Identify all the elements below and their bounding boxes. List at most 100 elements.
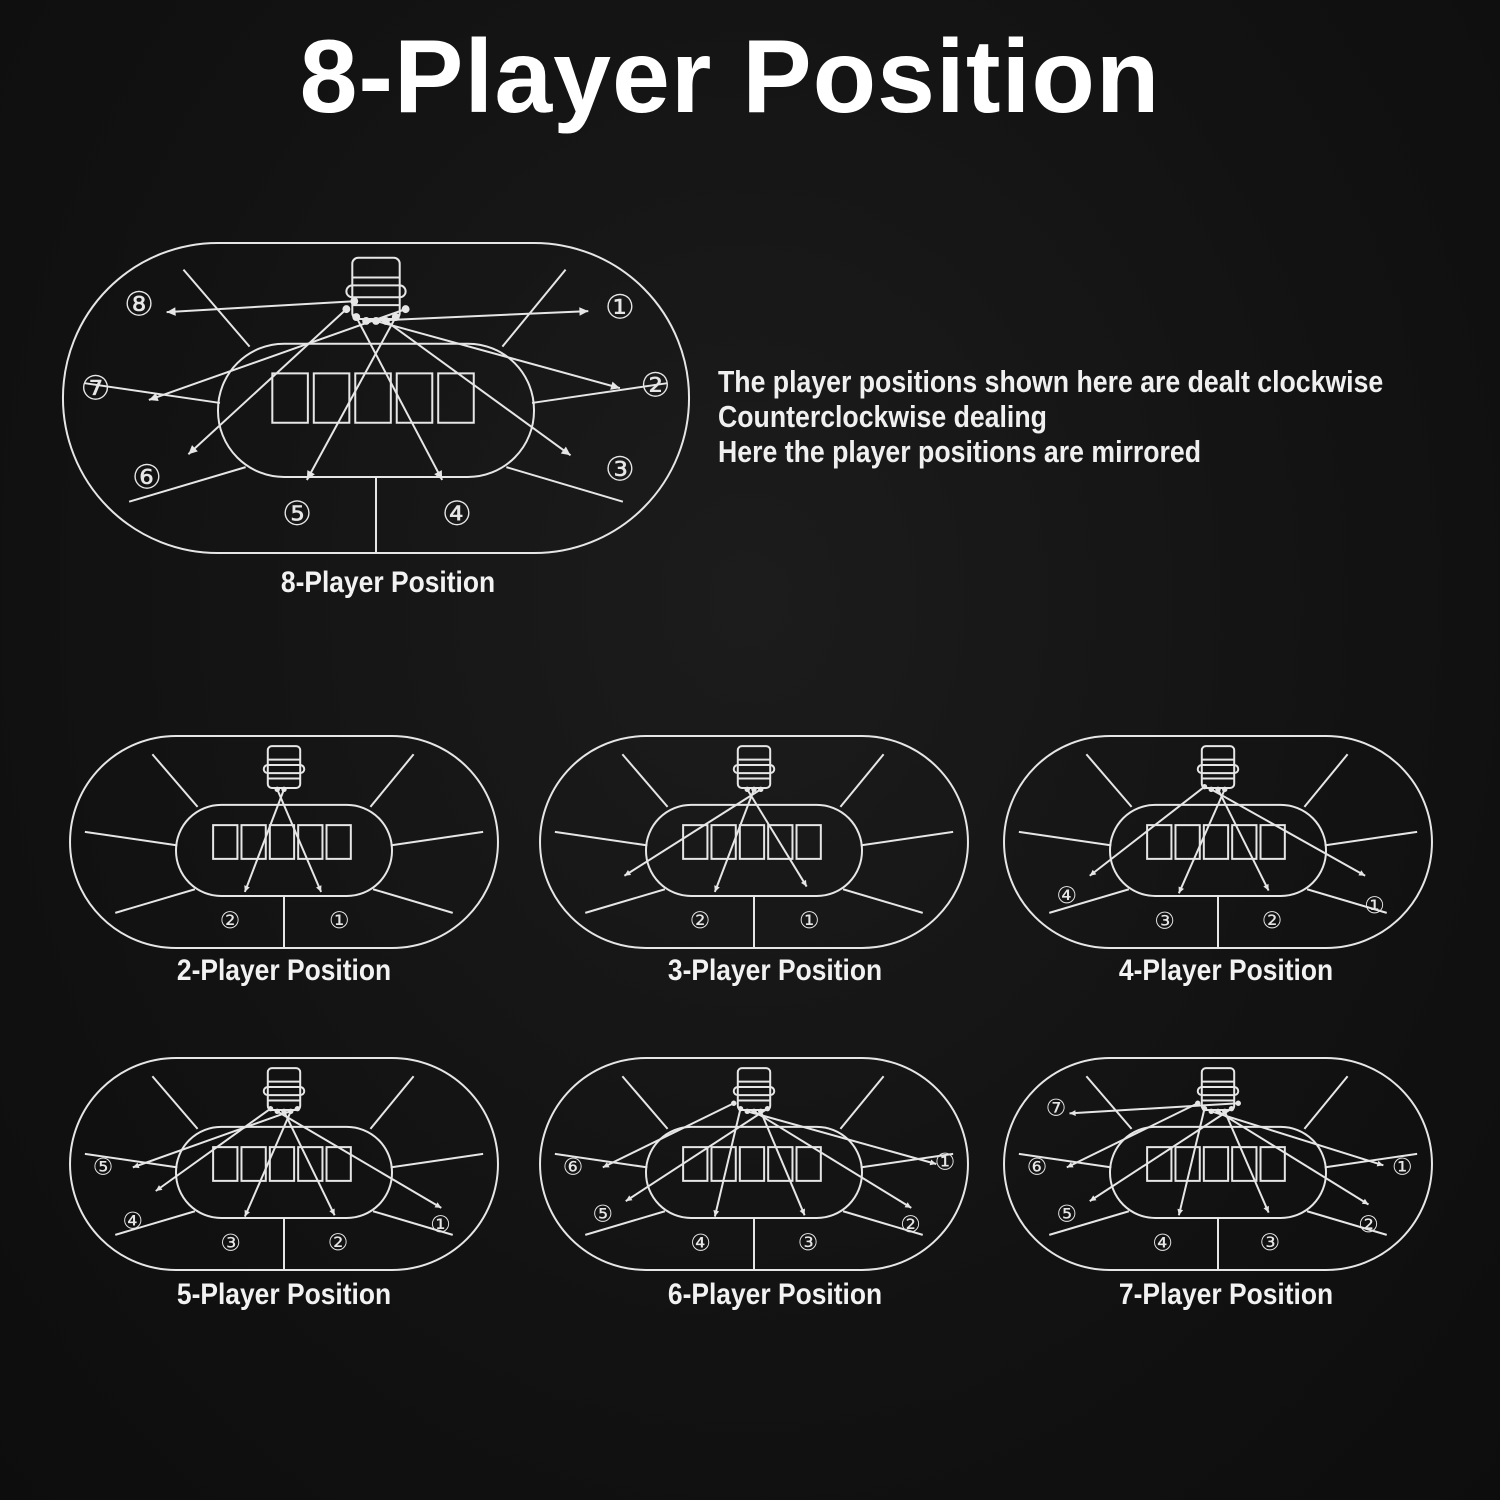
table-inner-area xyxy=(1110,805,1326,896)
card-shoe-icon xyxy=(1198,746,1239,788)
seat-divider-line xyxy=(622,754,667,807)
deal-arrow xyxy=(149,305,410,402)
caption-7-player: 7-Player Position xyxy=(1118,1278,1334,1311)
seat-divider-line xyxy=(391,1154,483,1168)
seat-number-label: ① xyxy=(430,1212,451,1238)
seat-divider-line xyxy=(1019,832,1111,846)
seat-number-label: ① xyxy=(935,1150,956,1176)
table-inner-area xyxy=(646,1127,862,1218)
caption-2-player: 2-Player Position xyxy=(176,954,392,987)
deal-arrow xyxy=(1215,786,1268,891)
deal-arrow xyxy=(744,1108,937,1166)
seat-divider-line xyxy=(1049,889,1129,913)
seat-divider-line xyxy=(1307,889,1387,913)
seat-divider-line xyxy=(840,754,883,807)
seat-number-label: ② xyxy=(900,1212,921,1238)
deal-arrow xyxy=(714,786,757,892)
community-card-slot xyxy=(683,1147,707,1181)
seat-number-label: ④ xyxy=(1152,1231,1173,1257)
seat-divider-line xyxy=(585,1211,665,1235)
seat-number-label: ⑧ xyxy=(124,285,154,324)
table-inner-area xyxy=(646,805,862,896)
community-card-slot xyxy=(397,373,433,422)
card-shoe-icon xyxy=(264,1068,305,1110)
deal-arrow xyxy=(1177,1105,1208,1215)
seat-number-label: ⑥ xyxy=(132,458,162,497)
community-card-slot xyxy=(768,825,792,859)
card-shoe-icon xyxy=(734,1068,775,1110)
seat-number-label: ④ xyxy=(123,1208,144,1234)
community-card-slot xyxy=(1175,825,1199,859)
community-card-slot xyxy=(327,825,351,859)
community-card-slot xyxy=(1204,1147,1228,1181)
deal-arrow xyxy=(603,1100,737,1168)
community-card-slot xyxy=(1232,1147,1256,1181)
seat-divider-line xyxy=(1049,1211,1129,1235)
seat-divider-line xyxy=(1019,1154,1111,1168)
seat-divider-line xyxy=(861,1154,953,1168)
seat-number-label: ② xyxy=(328,1230,349,1256)
seat-number-label: ② xyxy=(1262,908,1283,934)
deal-arrow xyxy=(352,313,442,480)
seat-number-label: ⑦ xyxy=(81,369,111,408)
community-card-slot xyxy=(298,1147,322,1181)
community-card-slot xyxy=(355,373,391,422)
seat-number-label: ⑤ xyxy=(1057,1202,1078,1228)
seat-number-label: ⑤ xyxy=(282,494,312,533)
seat-divider-line xyxy=(861,832,953,846)
seat-divider-line xyxy=(1325,832,1417,846)
deal-arrow xyxy=(188,305,351,454)
table-diagram-2-player: ①② xyxy=(68,734,500,950)
seat-divider-line xyxy=(129,467,246,502)
seat-divider-line xyxy=(1307,1211,1387,1235)
community-card-slot xyxy=(270,1147,294,1181)
deal-arrow xyxy=(1208,786,1366,876)
caption-4-player: 4-Player Position xyxy=(1118,954,1334,987)
seat-number-label: ⑦ xyxy=(1046,1096,1067,1122)
note-clockwise: The player positions shown here are deal… xyxy=(718,364,1384,399)
table-inner-area xyxy=(176,805,392,896)
seat-number-label: ① xyxy=(1364,893,1385,919)
seat-divider-line xyxy=(1086,1076,1131,1129)
seat-number-label: ⑤ xyxy=(593,1202,614,1228)
community-card-slot xyxy=(241,1147,265,1181)
seat-divider-line xyxy=(391,832,483,846)
seat-number-label: ③ xyxy=(798,1230,819,1256)
deal-arrow xyxy=(372,317,620,390)
deal-arrow xyxy=(274,786,322,892)
caption-5-player: 5-Player Position xyxy=(176,1278,392,1311)
seat-divider-line xyxy=(85,832,177,846)
seat-divider-line xyxy=(1304,754,1347,807)
deal-arrow xyxy=(1179,786,1228,894)
deal-arrow xyxy=(167,297,359,316)
page-title: 8-Player Position xyxy=(299,19,1161,135)
community-card-slot xyxy=(797,825,821,859)
seat-divider-line xyxy=(506,467,623,502)
deal-arrow xyxy=(156,1105,274,1191)
deal-arrow xyxy=(1215,1108,1368,1205)
card-shoe-icon xyxy=(264,746,305,788)
table-diagram-3-player: ①② xyxy=(538,734,970,950)
deal-arrow xyxy=(713,1105,744,1217)
seat-divider-line xyxy=(370,1076,413,1129)
seat-number-label: ③ xyxy=(1260,1230,1281,1256)
community-card-slot xyxy=(241,825,265,859)
deal-arrow xyxy=(1090,1105,1235,1201)
community-card-slot xyxy=(740,825,764,859)
seat-divider-line xyxy=(840,1076,883,1129)
caption-8-player: 8-Player Position xyxy=(280,566,496,599)
deal-arrow xyxy=(626,1105,771,1201)
note-counterclockwise: Counterclockwise dealing xyxy=(718,399,1047,434)
card-shoe-icon xyxy=(734,746,775,788)
seat-number-label: ⑤ xyxy=(93,1154,114,1180)
community-card-slot xyxy=(438,373,474,422)
seat-number-label: ① xyxy=(1392,1154,1413,1180)
community-card-slot xyxy=(213,825,237,859)
seat-divider-line xyxy=(85,1154,177,1168)
community-card-slot xyxy=(213,1147,237,1181)
community-card-slot xyxy=(1261,1147,1285,1181)
seat-number-label: ② xyxy=(220,908,241,934)
